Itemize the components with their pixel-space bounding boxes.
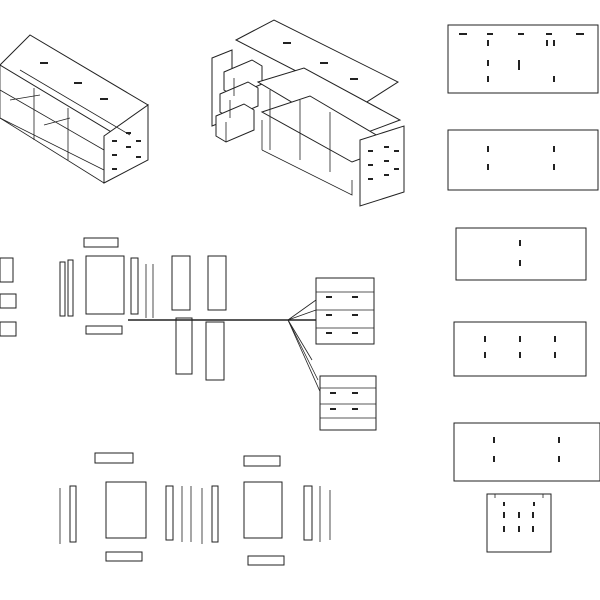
flat-panel-3 bbox=[456, 228, 586, 280]
drawer-stack bbox=[216, 60, 262, 142]
rack-assembly-bottom bbox=[320, 376, 376, 430]
drawer-front-strip bbox=[84, 238, 118, 247]
flat-panel-6 bbox=[487, 494, 551, 552]
panel-layout-column bbox=[448, 25, 600, 552]
flat-panel-1 bbox=[448, 25, 598, 93]
drawer-parts-group bbox=[60, 238, 324, 396]
drawer-kit-left bbox=[60, 453, 191, 561]
flat-panel-4 bbox=[454, 322, 586, 376]
drawer-kit-right bbox=[202, 456, 330, 565]
assembled-cabinet-view bbox=[0, 35, 148, 183]
exploded-cabinet-view bbox=[212, 20, 404, 206]
flat-panel-5 bbox=[454, 423, 600, 481]
flat-panel-2 bbox=[448, 130, 598, 190]
rack-assembly-top bbox=[316, 278, 374, 344]
drawer-bottom-panel bbox=[86, 256, 124, 314]
cabinet-side-panel bbox=[104, 105, 148, 183]
edge-parts-left bbox=[0, 258, 16, 336]
exploded-side-panel bbox=[360, 126, 404, 206]
